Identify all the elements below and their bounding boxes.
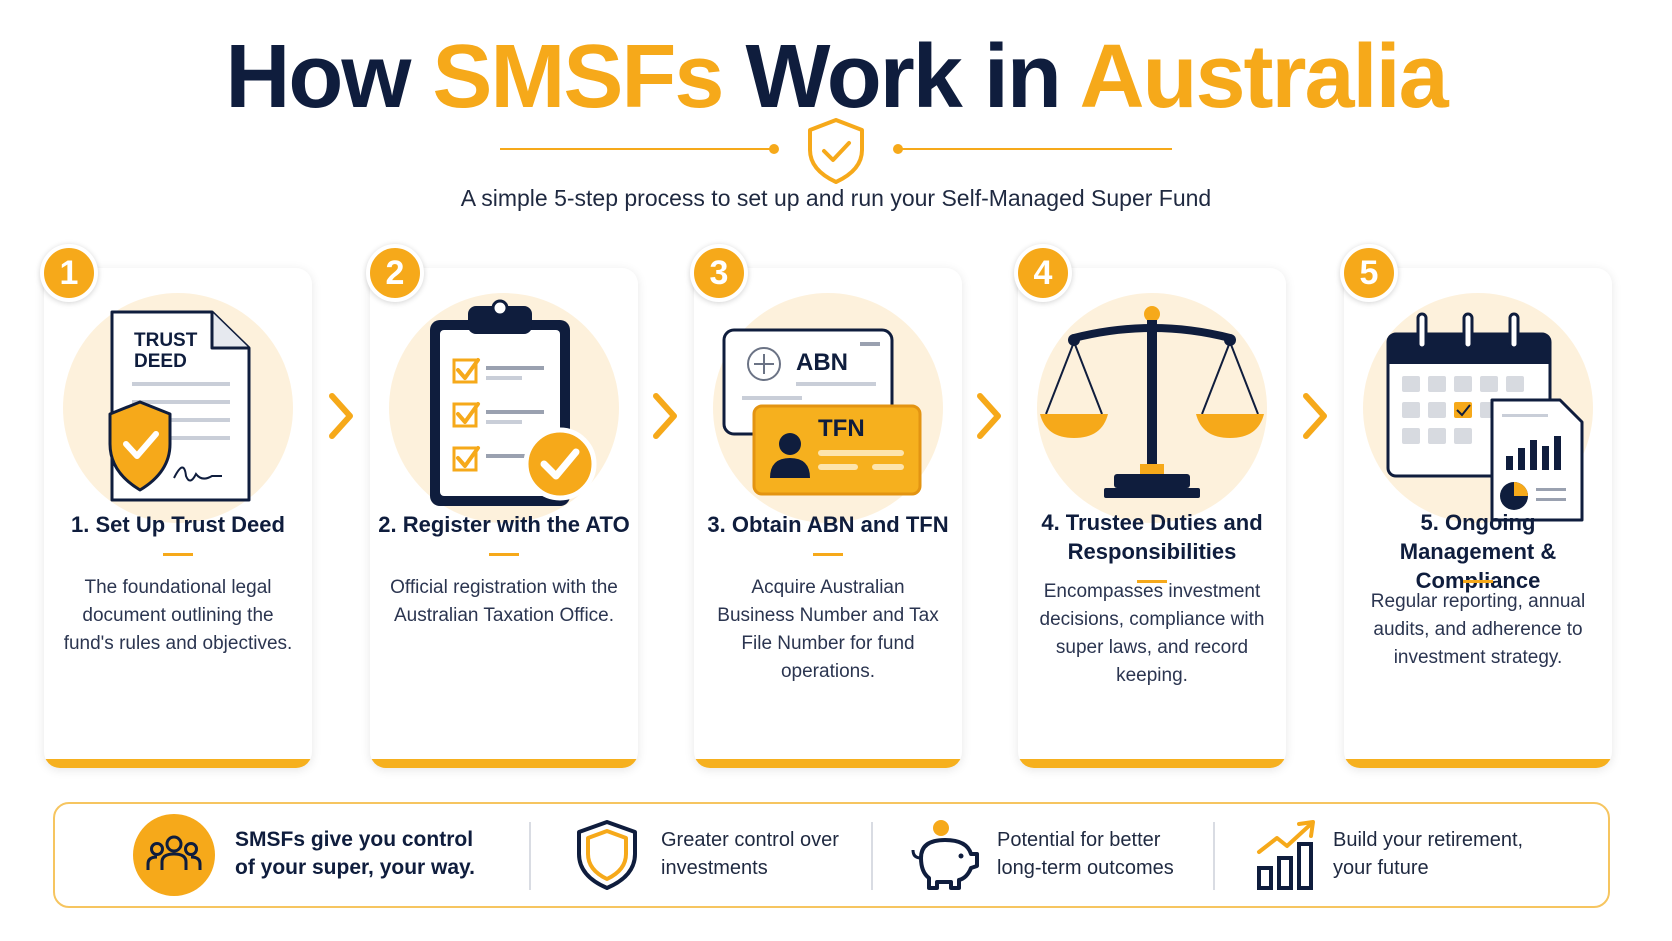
step-4-underline — [1137, 580, 1167, 583]
id-cards-icon: ABN TFN — [713, 293, 943, 523]
step-3-number-badge: 3 — [690, 244, 748, 302]
step-5-number-badge: 5 — [1340, 244, 1398, 302]
step-5-description: Regular reporting, annual audits, and ad… — [1370, 591, 1586, 668]
scales-of-justice-icon — [1037, 293, 1267, 523]
title-part-3: Work in — [745, 27, 1061, 127]
step-1-underline — [163, 553, 193, 556]
chevron-right-icon — [653, 393, 677, 439]
benefits-footer: SMSFs give you control of your super, yo… — [53, 802, 1610, 908]
step-1-description: The foundational legal document outlinin… — [63, 577, 293, 654]
page-title: How SMSFs Work in Australia — [0, 22, 1672, 132]
shield-icon — [577, 820, 637, 890]
title-part-1: How — [225, 27, 411, 127]
footer-separator — [529, 822, 531, 890]
page-subtitle: A simple 5-step process to set up and ru… — [460, 185, 1212, 211]
card-bottom-bar — [1344, 759, 1612, 768]
step-card-3: ABN TFN 3. Obtain ABN and TFN Acquire Au… — [694, 268, 962, 768]
clipboard-checklist-icon — [389, 293, 619, 523]
footer-benefit-2: Potential for better long-term outcomes — [873, 804, 1213, 906]
chevron-right-icon — [1303, 393, 1327, 439]
footer-benefit-3: Build your retirement, your future — [1215, 804, 1610, 906]
step-card-2: 2. Register with the ATO Official regist… — [370, 268, 638, 768]
abn-card-label: ABN — [796, 349, 848, 376]
step-3-underline — [813, 553, 843, 556]
card-bottom-bar — [1018, 759, 1286, 768]
step-card-5: 5. Ongoing Management & Compliance Regul… — [1344, 268, 1612, 768]
step-3-title: 3. Obtain ABN and TFN — [707, 512, 949, 537]
step-2-title: 2. Register with the ATO — [378, 512, 630, 537]
chevron-right-icon — [329, 393, 353, 439]
title-part-2: SMSFs — [432, 27, 724, 127]
footer-benefit-1-text: Greater control over investments — [661, 829, 839, 879]
step-4-description: Encompasses investment decisions, compli… — [1039, 581, 1265, 686]
card-bottom-bar — [370, 759, 638, 768]
footer-main-message: SMSFs give you control of your super, yo… — [235, 828, 476, 879]
footer-main-section: SMSFs give you control of your super, yo… — [55, 804, 525, 906]
step-1-title: 1. Set Up Trust Deed — [71, 512, 285, 537]
step-5-underline — [1463, 580, 1493, 583]
step-1-number-badge: 1 — [40, 244, 98, 302]
footer-benefit-3-text: Build your retirement, your future — [1333, 829, 1524, 879]
shield-check-icon — [808, 118, 864, 184]
card-bottom-bar — [44, 759, 312, 768]
footer-separator — [1213, 822, 1215, 890]
step-2-underline — [489, 553, 519, 556]
calendar-report-icon — [1363, 293, 1593, 523]
card-bottom-bar — [694, 759, 962, 768]
piggy-bank-icon — [911, 820, 979, 890]
title-part-4: Australia — [1079, 27, 1448, 127]
step-4-title: 4. Trustee Duties and Responsibilities — [1041, 510, 1263, 564]
step-card-4: 4. Trustee Duties and Responsibilities E… — [1018, 268, 1286, 768]
coat-of-arms-icon — [747, 347, 781, 381]
footer-benefit-2-text: Potential for better long-term outcomes — [997, 829, 1174, 879]
title-divider — [500, 118, 1172, 184]
step-4-number-badge: 4 — [1014, 244, 1072, 302]
step-card-1: TRUST DEED 1. Set Up Trust Deed The foun… — [44, 268, 312, 768]
doc-label-line2: DEED — [134, 351, 187, 372]
step-2-number-badge: 2 — [366, 244, 424, 302]
trust-deed-document-icon: TRUST DEED — [63, 293, 293, 523]
tfn-card-label: TFN — [818, 415, 865, 442]
footer-benefit-1: Greater control over investments — [531, 804, 871, 906]
people-group-icon — [133, 814, 215, 896]
step-2-description: Official registration with the Australia… — [390, 577, 618, 626]
doc-label-line1: TRUST — [134, 330, 198, 351]
chevron-right-icon — [977, 393, 1001, 439]
step-3-description: Acquire Australian Business Number and T… — [717, 577, 939, 682]
growth-chart-icon — [1257, 820, 1315, 890]
footer-separator — [871, 822, 873, 890]
